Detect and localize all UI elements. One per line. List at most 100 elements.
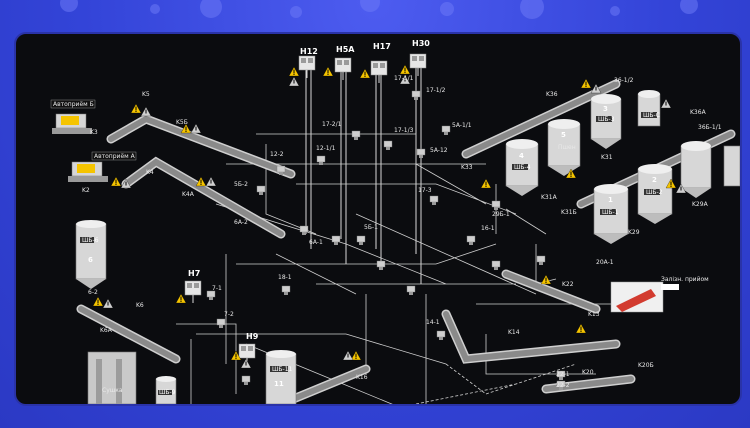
warning-icon[interactable]	[351, 351, 361, 360]
process-node[interactable]	[242, 376, 250, 385]
conveyor-label: K13	[588, 311, 600, 318]
warning-icon[interactable]	[103, 299, 113, 308]
process-node[interactable]	[467, 236, 475, 245]
conveyor-label: K22	[562, 281, 574, 288]
process-node[interactable]	[430, 196, 438, 205]
conveyor-label: K31Б	[561, 209, 577, 216]
conveyor-label: K36	[546, 91, 558, 98]
tower-label: H17	[373, 42, 391, 51]
silo-number: 4	[519, 152, 524, 160]
warning-icon[interactable]	[323, 67, 333, 76]
process-node[interactable]	[257, 186, 265, 195]
node-label: 17-1/3	[394, 127, 414, 134]
silo-tag: ШБ-3	[598, 116, 615, 123]
tower-label: H9	[246, 332, 259, 341]
silo-icon	[724, 146, 740, 186]
warning-icon[interactable]	[541, 275, 551, 284]
conveyor-label: K14	[508, 329, 520, 336]
process-node[interactable]	[384, 141, 392, 150]
process-node[interactable]	[207, 291, 215, 300]
warning-icon[interactable]	[481, 179, 491, 188]
warning-icon[interactable]	[206, 177, 216, 186]
silo-tag: ШБ-11	[272, 366, 293, 373]
warning-icon[interactable]	[576, 324, 586, 333]
bg-dot	[360, 0, 380, 12]
tower-icon	[371, 61, 387, 83]
warning-icon[interactable]	[191, 124, 201, 133]
warning-icon[interactable]	[131, 104, 141, 113]
silo-tag: ШБ-6	[82, 237, 99, 244]
conveyor-label: K20	[582, 369, 594, 376]
process-node[interactable]	[352, 131, 360, 140]
silo-number: 1	[608, 196, 613, 204]
bg-dot	[610, 6, 620, 16]
scada-screen: ШБ-6 6 ШБ-11 11 ШБ-9 Сушка	[14, 32, 742, 406]
conveyor-label: K20Б	[638, 362, 654, 369]
warning-icon[interactable]	[581, 79, 591, 88]
warning-icon[interactable]	[111, 177, 121, 186]
process-node[interactable]	[300, 226, 308, 235]
dryer: Сушка	[88, 352, 136, 404]
intake-label-b: Автоприём Б	[53, 101, 94, 108]
process-node[interactable]	[417, 149, 425, 158]
process-node[interactable]	[412, 91, 420, 100]
silo-icon: ШБ-2 2	[638, 164, 672, 224]
node-label: 36Б-1/1	[698, 124, 722, 131]
node-label: 29Б-1	[492, 211, 510, 218]
process-node[interactable]	[537, 256, 545, 265]
silo-number: 11	[274, 380, 284, 388]
elevator-scheme: ШБ-6 6 ШБ-11 11 ШБ-9 Сушка	[16, 34, 740, 404]
process-node[interactable]	[217, 319, 225, 328]
process-node[interactable]	[492, 201, 500, 210]
node-label: 6A-1	[309, 239, 323, 246]
silo-tag: ШБ-2	[646, 189, 663, 196]
process-node[interactable]	[442, 126, 450, 135]
process-node[interactable]	[437, 331, 445, 340]
conveyor-label: K33	[461, 164, 473, 171]
silo-tag: ШБ-1	[602, 209, 619, 216]
node-label: 18-1	[278, 274, 292, 281]
tower-label: H5A	[336, 45, 355, 54]
warning-icon[interactable]	[400, 65, 410, 74]
node-label: 36-1/2	[614, 77, 634, 84]
process-node[interactable]	[332, 236, 340, 245]
silo-tag: ШБ-4	[514, 164, 531, 171]
silo-tag: ШБ-С	[643, 112, 660, 119]
warning-icon[interactable]	[289, 67, 299, 76]
warning-icon[interactable]	[141, 107, 151, 116]
process-node[interactable]	[282, 286, 290, 295]
dryer-label: Сушка	[102, 387, 123, 394]
silo-icon: ШБ-3 3	[591, 94, 621, 149]
warning-icon[interactable]	[289, 77, 299, 86]
conveyor-label: K4	[146, 169, 154, 176]
warning-icon[interactable]	[93, 297, 103, 306]
node-label: 5A-1/1	[452, 122, 472, 129]
warning-icon[interactable]	[360, 69, 370, 78]
tower-icon	[185, 281, 201, 303]
node-label: 7-1	[212, 285, 222, 292]
bg-dot	[440, 2, 454, 16]
conveyor-label: K16	[356, 374, 368, 381]
warning-icon[interactable]	[661, 99, 671, 108]
bg-dot	[150, 4, 160, 14]
warning-icon[interactable]	[343, 351, 353, 360]
process-node[interactable]	[377, 261, 385, 270]
intake-label-a: Автоприём А	[94, 153, 136, 160]
tower-label: H12	[300, 47, 318, 56]
conveyor-label: K31	[601, 154, 613, 161]
conveyor-label: K6A	[100, 327, 113, 334]
process-node[interactable]	[357, 236, 365, 245]
node-label: 22-2	[556, 382, 570, 389]
warning-icon[interactable]	[241, 359, 251, 368]
process-node[interactable]	[492, 261, 500, 270]
rail-intake-label: Залізн. прийом	[661, 276, 709, 283]
warning-icon[interactable]	[176, 294, 186, 303]
conveyor-label: K31A	[541, 194, 558, 201]
node-label: 20A-1	[596, 259, 614, 266]
process-node[interactable]	[407, 286, 415, 295]
tower-label: H30	[412, 39, 430, 48]
node-label: 6A-2	[234, 219, 248, 226]
truck-icon	[52, 114, 92, 134]
bg-dot	[200, 0, 222, 18]
